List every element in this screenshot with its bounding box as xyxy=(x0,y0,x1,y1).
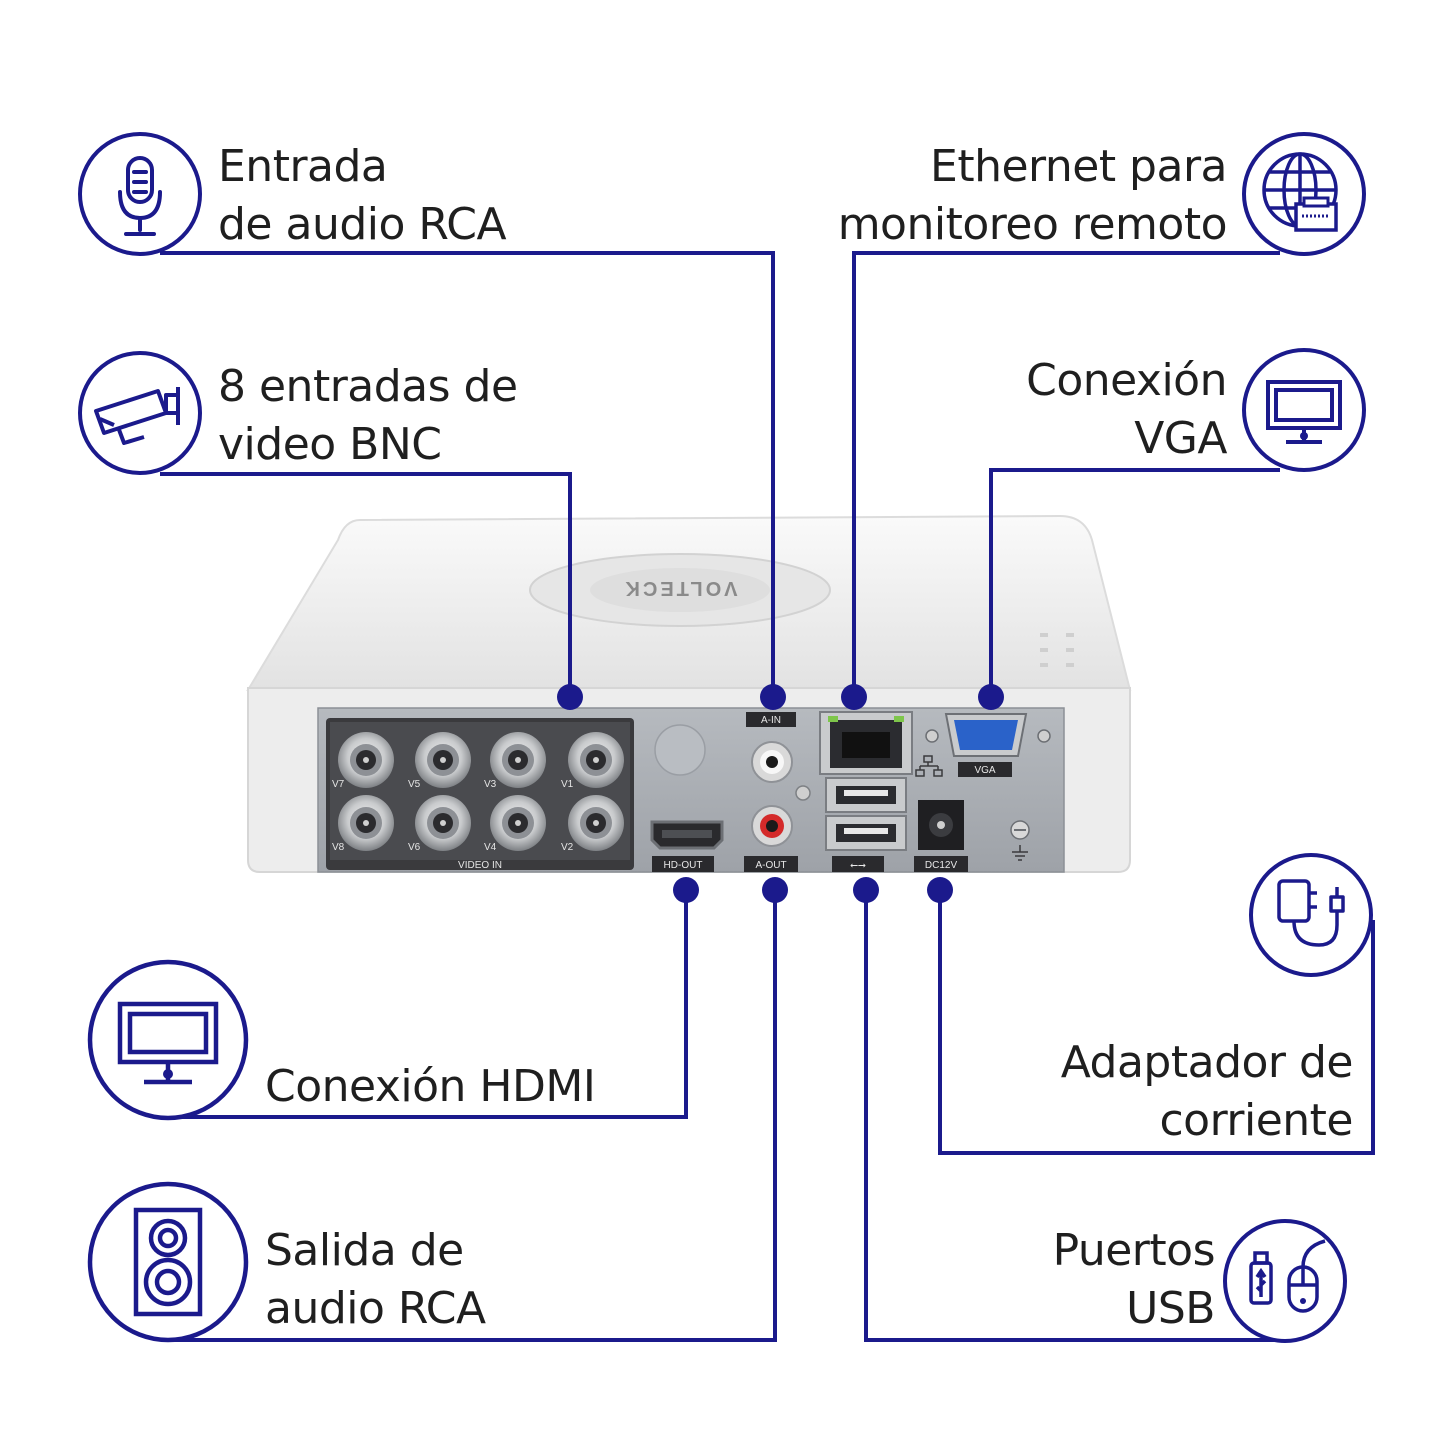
dvr-device: VOLTECK V7 V5 V3 V1 V8 xyxy=(246,514,1132,873)
hd-out-label: HD-OUT xyxy=(664,860,703,871)
globe-ethernet-icon xyxy=(1242,132,1366,256)
label-ethernet: Ethernet para monitoreo remoto xyxy=(837,138,1228,254)
bnc-labels: V7 V5 V3 V1 V8 V6 V4 V2 VIDEO IN xyxy=(332,779,574,871)
usb-symbol-label: ⭠⭢ xyxy=(850,860,866,871)
label-power-line2: corriente xyxy=(1159,1095,1353,1146)
connector-lines xyxy=(160,251,1375,1342)
video-in-label: VIDEO IN xyxy=(458,860,502,871)
line-audio-out xyxy=(170,890,777,1342)
usb-ports xyxy=(825,777,907,851)
line-hdmi xyxy=(170,890,688,1119)
label-hdmi-line1: Conexión HDMI xyxy=(265,1061,596,1112)
label-usb-line1: Puertos xyxy=(1052,1225,1216,1276)
vga-port xyxy=(944,713,1028,757)
power-adapter-icon xyxy=(1249,853,1373,977)
svg-text:V2: V2 xyxy=(561,842,574,853)
hdmi-monitor-icon xyxy=(87,959,249,1121)
brand-logo: VOLTECK xyxy=(622,577,737,599)
knockout-plate xyxy=(654,724,706,776)
svg-text:V5: V5 xyxy=(408,779,421,790)
connector-dots xyxy=(557,684,1004,903)
label-audio-out-line1: Salida de xyxy=(265,1225,464,1276)
label-audio-in-line2: de audio RCA xyxy=(218,199,507,250)
label-vga: Conexión VGA xyxy=(1026,352,1227,468)
svg-text:V8: V8 xyxy=(332,842,345,853)
usb-mouse-icon xyxy=(1223,1219,1347,1343)
svg-text:V6: V6 xyxy=(408,842,421,853)
label-ethernet-line2: monitoreo remoto xyxy=(837,199,1228,250)
vga-label: VGA xyxy=(974,765,995,776)
label-vga-line2: VGA xyxy=(1134,413,1227,464)
label-audio-in: Entrada de audio RCA xyxy=(218,138,507,254)
line-audio-in xyxy=(160,251,775,697)
rca-audio-out xyxy=(751,805,793,847)
label-vga-line1: Conexión xyxy=(1026,355,1227,406)
status-leds xyxy=(1040,633,1074,667)
line-power xyxy=(938,890,1375,1155)
ethernet-port xyxy=(819,711,913,775)
bnc-ports xyxy=(338,732,624,851)
speaker-icon xyxy=(87,1181,249,1343)
svg-text:V1: V1 xyxy=(561,779,574,790)
label-usb: Puertos USB xyxy=(1052,1222,1216,1338)
label-video-bnc-line1: 8 entradas de xyxy=(218,361,518,412)
line-video-bnc xyxy=(160,472,572,697)
a-in-label: A-IN xyxy=(761,715,781,726)
line-vga xyxy=(989,468,1280,697)
network-symbol-icon xyxy=(915,755,943,777)
ground-screw xyxy=(1010,820,1030,861)
microphone-icon xyxy=(78,132,202,256)
line-ethernet xyxy=(852,251,1280,697)
rca-audio-in xyxy=(751,741,793,783)
dc12v-label: DC12V xyxy=(925,860,958,871)
label-usb-line2: USB xyxy=(1126,1283,1215,1334)
a-out-label: A-OUT xyxy=(755,860,786,871)
label-video-bnc-line2: video BNC xyxy=(218,419,442,470)
cctv-camera-icon xyxy=(78,351,202,475)
svg-text:V3: V3 xyxy=(484,779,497,790)
line-usb xyxy=(864,890,1290,1342)
label-hdmi: Conexión HDMI xyxy=(265,1058,596,1116)
monitor-icon xyxy=(1242,348,1366,472)
svg-text:V4: V4 xyxy=(484,842,497,853)
svg-text:V7: V7 xyxy=(332,779,345,790)
label-ethernet-line1: Ethernet para xyxy=(930,141,1227,192)
label-power-line1: Adaptador de xyxy=(1060,1037,1354,1088)
label-audio-out: Salida de audio RCA xyxy=(265,1222,486,1338)
dc-power-jack xyxy=(918,800,964,850)
label-video-bnc: 8 entradas de video BNC xyxy=(218,358,518,474)
label-audio-in-line1: Entrada xyxy=(218,141,388,192)
label-audio-out-line2: audio RCA xyxy=(265,1283,486,1334)
label-power: Adaptador de corriente xyxy=(1060,1034,1354,1150)
hdmi-port xyxy=(650,820,724,850)
